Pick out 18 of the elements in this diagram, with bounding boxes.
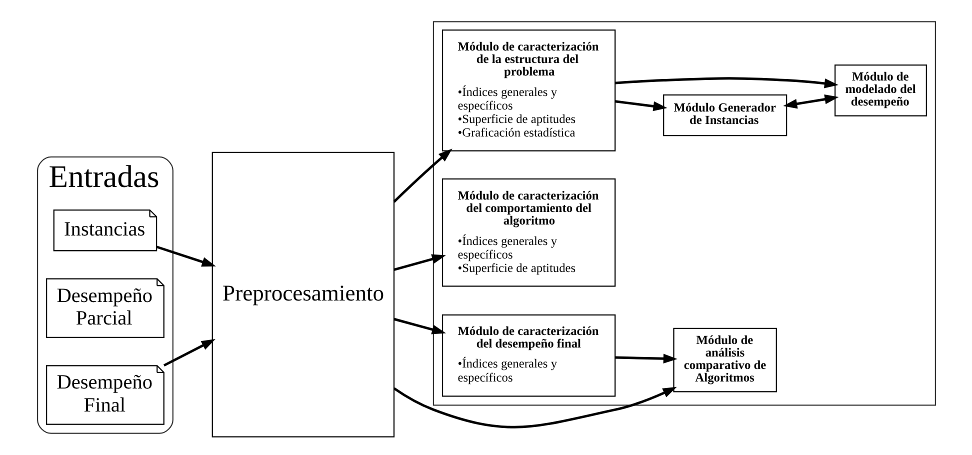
node-box: Preprocesamiento [211, 152, 394, 438]
arrow [392, 386, 676, 428]
arrow [782, 94, 838, 109]
arrow [614, 77, 838, 88]
node-box: Módulo de caracterización del comportamiento del algoritmo •Índices generales y específicos •Superficie de aptitudes [441, 178, 616, 287]
node-box: Módulo de análisis comparativo de Algoritmos [672, 328, 776, 392]
node-box: Módulo Generador de Instancias [662, 94, 787, 136]
arrow [156, 246, 216, 267]
cluster [432, 21, 936, 406]
arrow [393, 318, 446, 334]
arrow [392, 148, 452, 203]
node-box: Módulo de caracterización del desempeño final •Índices generales y específicos [441, 314, 616, 397]
node-box: Módulo de caracterización de la estructura del problema •Índices generales y específicos •Superficie de aptitudes •Graficación estadística [441, 30, 616, 152]
arrow [614, 100, 667, 112]
arrow [393, 254, 446, 271]
node-box: Módulo de modelado del desempeño [834, 64, 926, 116]
arrow [162, 339, 215, 367]
arrow [614, 354, 677, 364]
